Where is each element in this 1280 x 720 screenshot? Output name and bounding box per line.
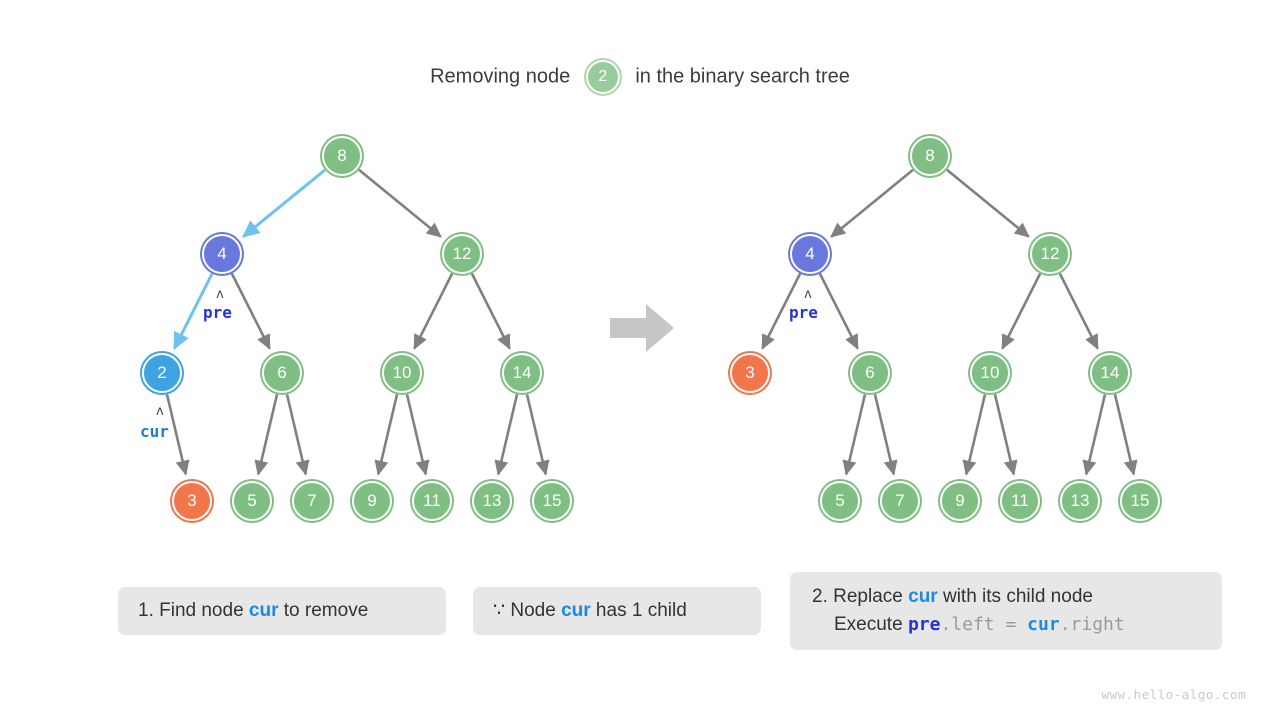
tree-node-13[interactable]: 13	[1060, 481, 1100, 521]
tree-edge	[525, 394, 550, 476]
caption3-line2-pre: Execute	[834, 614, 908, 635]
tree-node-4[interactable]: 4	[790, 234, 830, 274]
pointer-label-pre: pre	[789, 303, 818, 322]
tree-node-5[interactable]: 5	[820, 481, 860, 521]
caption1-keyword: cur	[248, 600, 279, 622]
tree-node-15[interactable]: 15	[532, 481, 572, 521]
tree-edge	[285, 394, 310, 476]
pointer-label-cur: cur	[140, 422, 169, 441]
tree-edge	[173, 272, 214, 351]
tree-node-14[interactable]: 14	[502, 353, 542, 393]
tree-edge	[470, 273, 511, 350]
caption2-post: has 1 child	[590, 600, 687, 622]
pointer-caret-pre: ʌ	[216, 287, 224, 302]
tree-node-11[interactable]: 11	[1000, 481, 1040, 521]
caption-step-1: 1. Find node cur to remove	[118, 587, 446, 635]
title-prefix: Removing node	[430, 65, 571, 88]
tree-node-6[interactable]: 6	[850, 353, 890, 393]
tree-node-8[interactable]: 8	[322, 136, 362, 176]
tree-node-7[interactable]: 7	[880, 481, 920, 521]
tree-node-3[interactable]: 3	[172, 481, 212, 521]
tree-edge	[842, 394, 867, 476]
tree-edge	[873, 394, 898, 476]
tree-edge	[230, 273, 271, 350]
tree-node-5[interactable]: 5	[232, 481, 272, 521]
caption3-line1-pre: 2. Replace	[812, 586, 909, 608]
tree-node-4[interactable]: 4	[202, 234, 242, 274]
tree-edge	[993, 394, 1018, 476]
tree-node-10[interactable]: 10	[970, 353, 1010, 393]
pointer-caret-pre: ʌ	[804, 287, 812, 302]
tree-node-8[interactable]: 8	[910, 136, 950, 176]
tree-edge	[374, 394, 399, 476]
tree-edge	[1082, 394, 1107, 476]
caption3-pre-keyword: pre	[907, 614, 941, 635]
caption2-keyword: cur	[561, 600, 591, 622]
title-suffix: in the binary search tree	[635, 65, 850, 88]
tree-edge	[1113, 394, 1138, 476]
watermark: www.hello-algo.com	[1101, 687, 1246, 702]
tree-node-10[interactable]: 10	[382, 353, 422, 393]
tree-edge	[405, 394, 430, 476]
tree-edge	[241, 168, 326, 238]
caption3-right-field: right	[1070, 614, 1125, 635]
caption-condition: ∵ Node cur has 1 child	[473, 587, 761, 635]
tree-edge	[946, 168, 1030, 238]
tree-edge	[962, 394, 987, 476]
tree-node-2[interactable]: 2	[142, 353, 182, 393]
tree-node-7[interactable]: 7	[292, 481, 332, 521]
tree-node-9[interactable]: 9	[352, 481, 392, 521]
page-title: Removing node 2 in the binary search tre…	[0, 58, 1280, 96]
caption3-dot-1: .	[940, 614, 952, 635]
tree-node-13[interactable]: 13	[472, 481, 512, 521]
tree-edge	[818, 273, 859, 350]
left-tree-edges	[165, 168, 550, 476]
tree-node-14[interactable]: 14	[1090, 353, 1130, 393]
right-tree-edges	[761, 168, 1138, 476]
tree-edge	[358, 168, 442, 238]
tree-node-3[interactable]: 3	[730, 353, 770, 393]
caption3-line1-post: with its child node	[937, 586, 1093, 608]
transition-arrow-icon	[610, 304, 674, 352]
tree-node-12[interactable]: 12	[1030, 234, 1070, 274]
tree-edge	[413, 273, 454, 350]
tree-node-15[interactable]: 15	[1120, 481, 1160, 521]
pointer-caret-cur: ʌ	[156, 404, 164, 419]
caption3-left-field: left	[951, 614, 995, 635]
caption3-line1-keyword: cur	[908, 586, 938, 608]
tree-edge	[254, 394, 279, 476]
caption3-cur-keyword: cur	[1027, 614, 1060, 635]
title-node-badge: 2	[583, 58, 622, 96]
pointer-label-pre: pre	[203, 303, 232, 322]
tree-edge	[1001, 273, 1042, 350]
caption2-pre: ∵ Node	[493, 600, 562, 622]
tree-node-9[interactable]: 9	[940, 481, 980, 521]
tree-node-11[interactable]: 11	[412, 481, 452, 521]
caption3-equals: =	[994, 614, 1028, 635]
tree-edge	[830, 168, 914, 238]
caption1-post: to remove	[278, 600, 369, 622]
tree-edge	[761, 273, 802, 350]
caption-step-2: 2. Replace cur with its child node Execu…	[790, 572, 1222, 650]
tree-edge	[165, 394, 190, 476]
caption3-dot-2: .	[1059, 614, 1071, 635]
tree-edge	[1058, 273, 1099, 350]
caption1-pre: 1. Find node	[138, 600, 249, 622]
tree-node-6[interactable]: 6	[262, 353, 302, 393]
tree-edge	[494, 394, 519, 476]
tree-node-12[interactable]: 12	[442, 234, 482, 274]
